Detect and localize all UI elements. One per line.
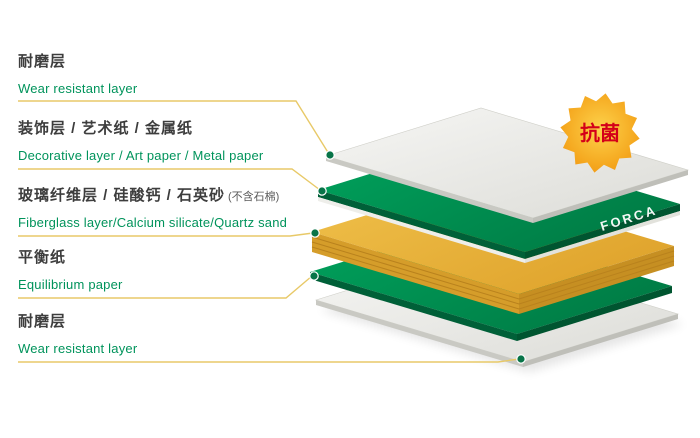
layer-dots <box>309 150 526 364</box>
layer2-paper-right <box>525 211 680 263</box>
dot-wear-bottom <box>516 354 526 364</box>
dot-core <box>310 228 320 238</box>
core-sheet-line-2 <box>311 241 675 305</box>
layer1-right-side <box>533 170 688 223</box>
antibacterial-badge: 抗菌 <box>560 93 640 173</box>
layer2-paper-left <box>318 197 525 263</box>
layer5-left-side <box>316 300 523 367</box>
layer5-right-side <box>523 314 678 367</box>
dot-decorative <box>317 186 327 196</box>
badge-label: 抗菌 <box>580 121 620 145</box>
layer1-left-side <box>326 156 533 223</box>
core-sheet-line-3 <box>311 246 675 310</box>
layer4-right-side <box>517 286 672 341</box>
leader-line-wear-bottom <box>18 358 520 363</box>
leader-line-decorative <box>18 168 321 191</box>
layer2-right-side <box>525 204 680 259</box>
layer4-left-side <box>310 272 517 341</box>
starburst-icon <box>560 93 640 173</box>
layer-wear-top <box>324 107 690 223</box>
leader-line-equilibrium <box>18 275 313 299</box>
leader-line-wear-top <box>18 100 330 155</box>
core-sheet-line-1 <box>311 236 675 300</box>
leader-line-core <box>18 232 314 237</box>
dot-equilibrium <box>309 271 319 281</box>
layer2-left-side <box>318 190 525 259</box>
dot-wear-top <box>325 150 335 160</box>
leader-lines <box>18 100 520 363</box>
